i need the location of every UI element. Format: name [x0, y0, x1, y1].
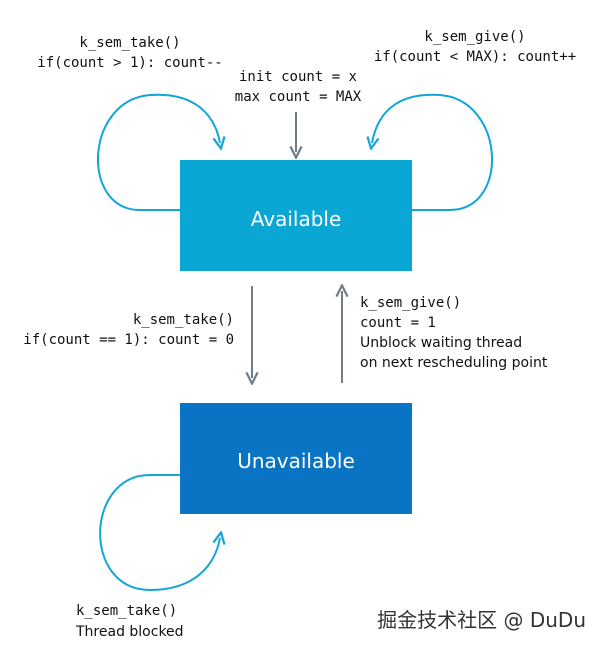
unavailable-state-label: Unavailable	[237, 449, 355, 473]
watermark: 掘金技术社区 @ DuDu	[377, 608, 586, 632]
take-loop-unavailable-blocked: Thread blocked	[75, 624, 184, 640]
take-transition-cond: if(count == 1): count = 0	[23, 332, 234, 348]
take-self-loop-unavailable	[99, 474, 220, 592]
take-loop-available-func: k_sem_take()	[79, 35, 180, 51]
give-transition-unblock: Unblock waiting thread	[360, 335, 522, 351]
take-transition-func: k_sem_take()	[133, 312, 234, 328]
give-loop-available-func: k_sem_give()	[424, 29, 525, 45]
available-state-label: Available	[251, 207, 342, 231]
max-count-label: max count = MAX	[235, 89, 362, 105]
init-count-label: init count = x	[239, 69, 357, 85]
give-transition-count: count = 1	[360, 315, 436, 331]
give-self-loop-available	[372, 93, 493, 211]
take-loop-available-cond: if(count > 1): count--	[37, 55, 222, 71]
give-transition-func: k_sem_give()	[360, 295, 461, 311]
available-state-box	[180, 160, 412, 271]
give-loop-available-cond: if(count < MAX): count++	[374, 49, 576, 65]
take-self-loop-available	[97, 93, 220, 211]
take-loop-unavailable-func: k_sem_take()	[76, 603, 177, 619]
give-transition-resched: on next rescheduling point	[360, 355, 548, 371]
unavailable-state-box	[180, 403, 412, 514]
